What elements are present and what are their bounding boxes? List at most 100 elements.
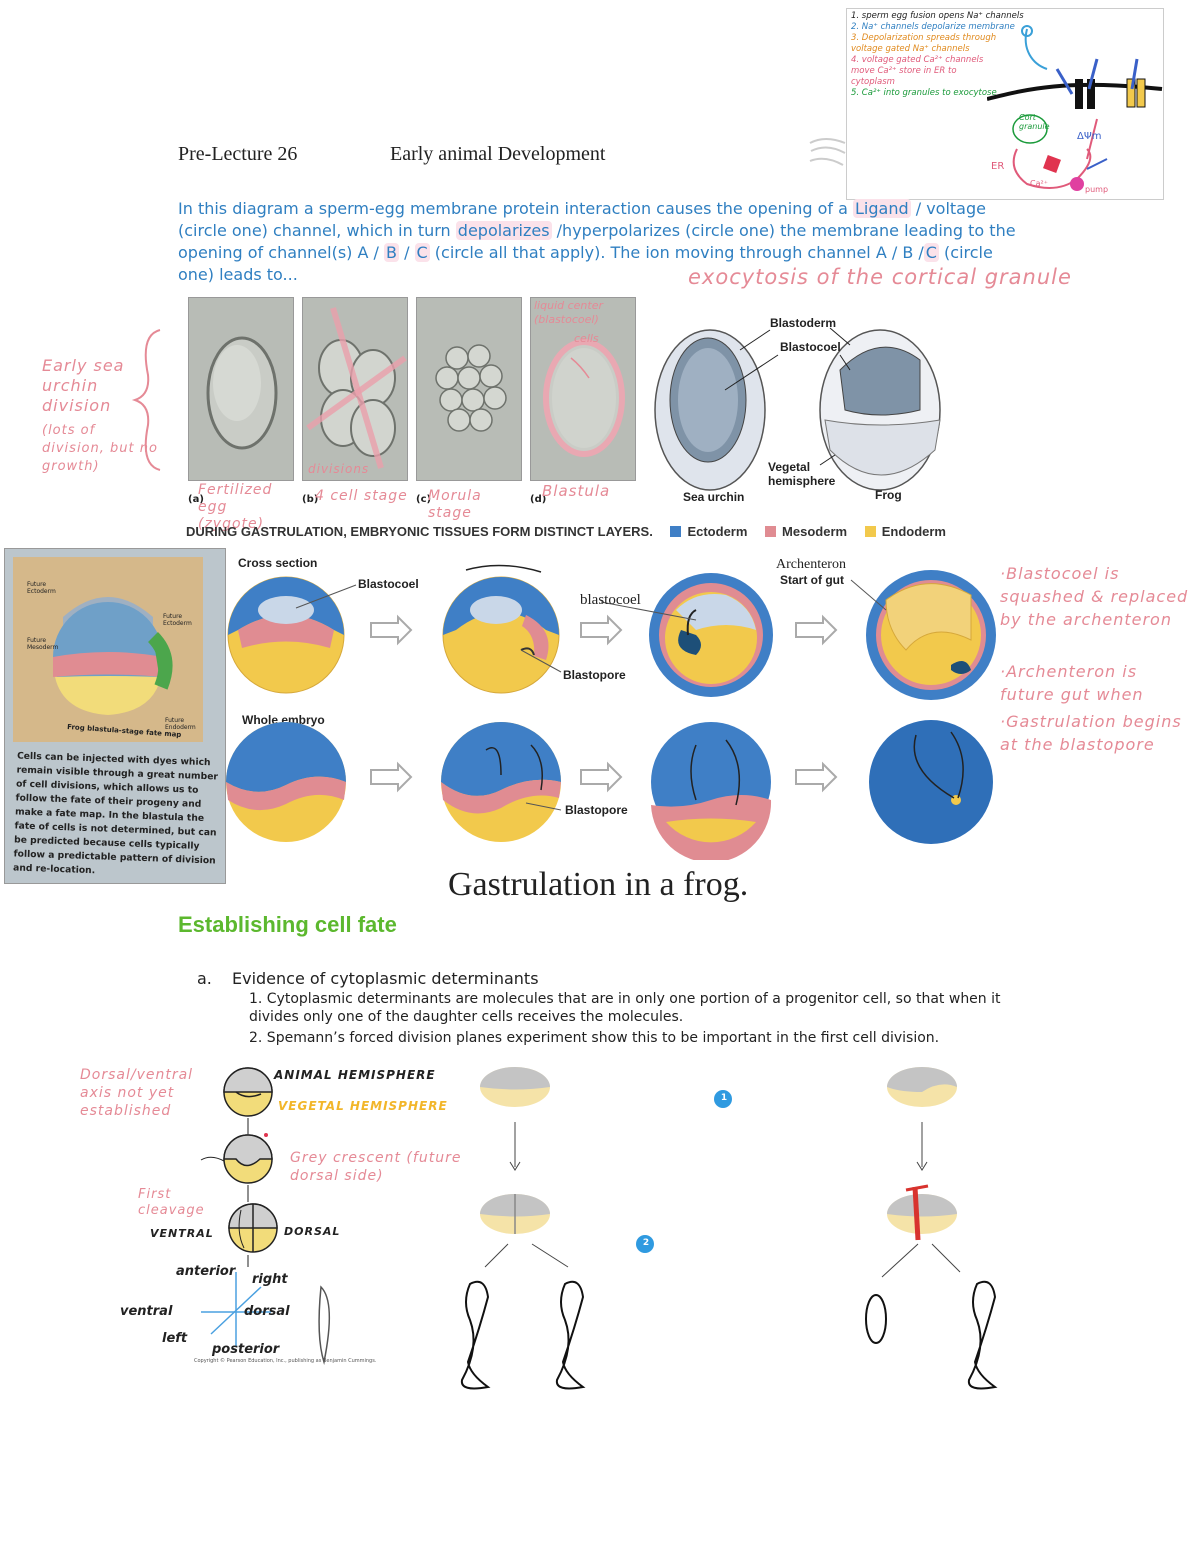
section-title: Establishing cell fate <box>178 912 397 937</box>
question-paragraph: In this diagram a sperm-egg membrane pro… <box>178 198 1018 286</box>
scribble-mark <box>805 133 850 173</box>
legend-label: Endoderm <box>881 524 946 539</box>
point-2: 2. Spemann’s forced division planes expe… <box>249 1030 940 1046</box>
exocytosis-answer: exocytosis of the cortical granule <box>688 265 1072 289</box>
posterior-label: posterior <box>212 1342 280 1357</box>
ca-label: Ca²⁺ <box>1030 179 1048 188</box>
egg-stage-1 <box>223 1067 273 1117</box>
egg-normal-split <box>480 1194 550 1234</box>
step-1-number: 1 <box>720 1093 728 1103</box>
note-blastocoel: ·Blastocoel is squashed & replaced by th… <box>1000 564 1189 629</box>
lecture-title: Early animal Development <box>390 143 606 165</box>
blastopore-label: Blastopore <box>565 803 628 817</box>
legend-label: Mesoderm <box>782 524 848 539</box>
note-item: 5. Ca²⁺ into granules to exocytose <box>851 88 997 98</box>
question-text: (circle all that apply). The ion moving … <box>429 243 924 262</box>
blastocoel-label: blastocoel <box>580 592 641 608</box>
blastopore-label: Blastopore <box>563 668 626 682</box>
belly-piece <box>865 1294 887 1344</box>
note-item: 2. Na⁺ channels depolarize membrane <box>851 22 1015 32</box>
note-item: 3. Depolarization spreads through voltag… <box>851 33 997 54</box>
urchin-note-title: Early sea urchin division <box>42 356 125 415</box>
larva-normal-right <box>555 1280 586 1390</box>
note-item: 4. voltage gated Ca²⁺ channels move Ca²⁺… <box>851 55 984 87</box>
right-label: right <box>252 1272 288 1287</box>
cross-section-stage-2 <box>442 564 560 694</box>
point-1: 1. Cytoplasmic determinants are molecule… <box>249 991 1001 1025</box>
question-text: / <box>398 243 415 262</box>
channel-b-answer: B <box>384 243 399 262</box>
start-of-gut-label: Start of gut <box>780 573 844 587</box>
question-text: /hyperpolarizes (circle one) the membran… <box>178 221 1016 262</box>
panel-letter: (c) <box>416 494 432 505</box>
axis-note: Dorsal/ventral axis not yet established <box>80 1067 194 1119</box>
pump-label: pump <box>1085 185 1109 194</box>
micrograph-zygote <box>188 297 294 481</box>
item-letter: a. <box>197 969 212 988</box>
blastula-diagram <box>654 327 941 491</box>
blastocoel-label: Blastocoel <box>358 577 419 591</box>
fate-label: Future Endoderm <box>165 717 196 731</box>
panel-letter: (b) <box>302 494 319 505</box>
larva-ligated <box>967 1280 998 1390</box>
larva-normal-left <box>460 1280 491 1390</box>
archenteron-label: Archenteron <box>776 557 846 572</box>
divisions-label: divisions <box>308 462 370 476</box>
dorsal-label: DORSAL <box>284 1225 341 1238</box>
anterior-label: anterior <box>176 1264 236 1279</box>
legend-swatch-mesoderm <box>765 526 777 537</box>
egg-ligated-split <box>887 1184 957 1241</box>
fate-map-poster: Future Ectoderm Future Mesoderm Future E… <box>13 557 203 742</box>
vegetal-hemisphere-label: VEGETAL HEMISPHERE <box>278 1099 448 1113</box>
depolarizes-answer: depolarizes <box>455 221 552 240</box>
whole-embryo-stage-3 <box>651 722 772 860</box>
gastrulation-figure <box>226 564 996 860</box>
blastocoel-label: Blastocoel <box>780 340 841 354</box>
step-1-marker <box>714 1090 732 1108</box>
legend-swatch-ectoderm <box>670 526 682 537</box>
panel-caption: Fertilized egg (zygote) <box>198 482 273 532</box>
panel-letter: (a) <box>188 494 204 505</box>
left-label: left <box>162 1331 188 1346</box>
question-text: (circle one) leads to... <box>178 243 993 284</box>
ion-channel-answer: C <box>923 243 939 262</box>
fate-label: Future Ectoderm <box>163 613 192 627</box>
step-2-number: 2 <box>642 1238 650 1248</box>
egg-stage-3 <box>228 1203 278 1253</box>
question-text: In this diagram a sperm-egg membrane pro… <box>178 199 854 218</box>
delta-psi-label: ΔΨm <box>1077 131 1102 142</box>
micrograph-morula <box>416 297 522 481</box>
note-item: 1. sperm egg fusion opens Na⁺ channels <box>851 11 1024 21</box>
cross-section-stage-3 <box>649 573 773 697</box>
cort-granule-label: Cort granule <box>1019 113 1050 131</box>
egg-stage-2 <box>200 1133 273 1184</box>
larva-sketch <box>318 1285 331 1365</box>
frog-label: Frog <box>875 488 902 502</box>
sea-urchin-label: Sea urchin <box>683 490 745 504</box>
gastrulation-heading: DURING GASTRULATION, EMBRYONIC TISSUES F… <box>186 524 946 539</box>
ligand-answer: Ligand <box>853 199 911 218</box>
cells-label: cells <box>574 332 599 345</box>
cross-section-stage-4 <box>866 570 996 700</box>
item-title: Evidence of cytoplasmic determinants <box>232 969 539 988</box>
micrograph-blastula <box>530 297 636 481</box>
note-archenteron: ·Archenteron is future gut when <box>1000 662 1144 704</box>
copyright-text: Copyright © Pearson Education, Inc., pub… <box>194 1358 377 1364</box>
channel-sketch <box>987 25 1163 191</box>
urchin-note-sub: (lots of division, but no growth) <box>42 423 158 474</box>
whole-embryo-stage-2 <box>441 722 561 842</box>
question-text: / voltage (circle one) channel, which in… <box>178 199 986 240</box>
lecture-number: Pre-Lecture 26 <box>178 143 298 165</box>
fate-map-photo: Future Ectoderm Future Mesoderm Future E… <box>4 548 226 884</box>
legend-swatch-endoderm <box>864 526 876 537</box>
gastrulation-heading-text: DURING GASTRULATION, EMBRYONIC TISSUES F… <box>186 524 653 539</box>
fate-label: Future Mesoderm <box>27 637 59 651</box>
fate-map-text: Cells can be injected with dyes which re… <box>12 750 219 877</box>
brace-mark <box>131 329 161 471</box>
ventral-axis-label: ventral <box>120 1304 173 1319</box>
cross-section-label: Cross section <box>238 556 318 570</box>
axes-diagram <box>200 1067 331 1365</box>
fate-label: Future Ectoderm <box>27 581 56 595</box>
egg-ligated-top <box>887 1067 957 1107</box>
axis-cross <box>201 1272 271 1347</box>
